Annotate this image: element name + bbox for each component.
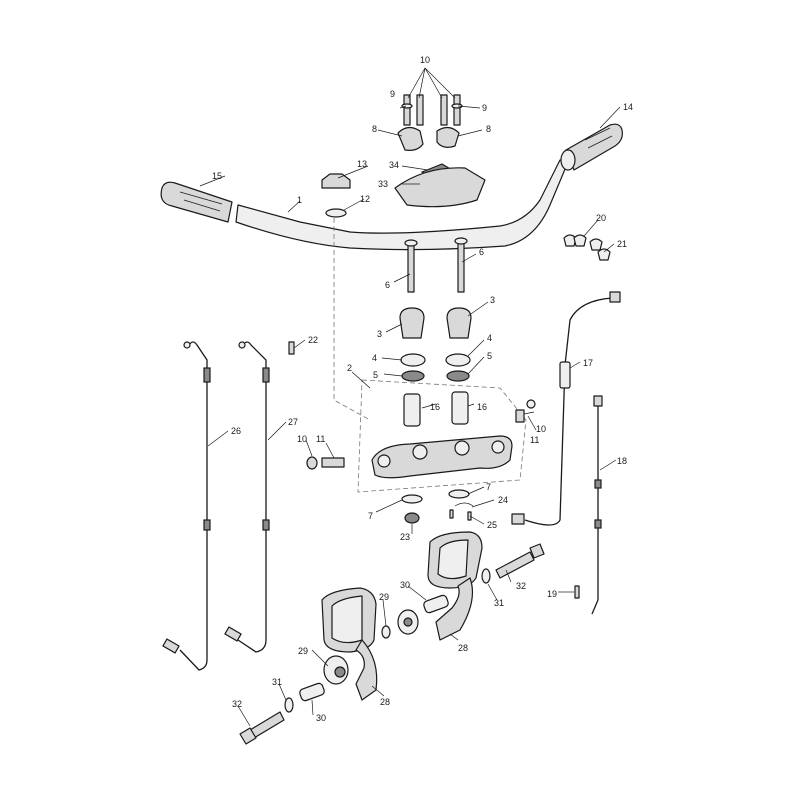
speedo-cable-18: [591, 395, 603, 615]
screw-22: [288, 341, 295, 355]
callout-26: 26: [231, 426, 241, 436]
callout-11-left: 11: [316, 434, 325, 444]
callout-33: 33: [378, 179, 388, 189]
callout-24: 24: [498, 495, 508, 505]
washer: [325, 208, 347, 218]
throttle-cable-27: [224, 341, 270, 653]
callout-10-left: 10: [297, 434, 307, 444]
callout-4-left: 4: [372, 353, 377, 363]
upper-clamp-left: [397, 126, 424, 151]
callout-12: 12: [360, 194, 370, 204]
callout-8-right: 8: [486, 124, 491, 134]
bolt-right: [515, 409, 525, 423]
upper-clamp-right: [436, 126, 460, 148]
callout-29-lower: 29: [298, 646, 308, 656]
callout-10-right: 10: [536, 424, 546, 434]
callout-5-left: 5: [373, 370, 378, 380]
left-grip: [160, 181, 233, 223]
screw-19: [574, 585, 580, 599]
washer-31-upper: [481, 568, 491, 584]
callout-23: 23: [400, 532, 410, 542]
callout-28-lower: 28: [380, 697, 390, 707]
callout-7-upper: 7: [486, 482, 491, 492]
cable-clips: [563, 234, 611, 261]
top-yoke: [371, 435, 513, 479]
callout-21: 21: [617, 239, 627, 249]
callout-29-upper: 29: [379, 592, 389, 602]
riser-bolts: [404, 237, 468, 293]
callout-16-right: 16: [477, 402, 487, 412]
callout-10-top: 10: [420, 55, 430, 65]
callout-20: 20: [596, 213, 606, 223]
callout-11-right: 11: [530, 435, 539, 445]
callout-6-right: 6: [479, 247, 484, 257]
bolt-32-upper: [495, 551, 535, 579]
bolt-32-lower: [249, 711, 285, 739]
callout-32-upper: 32: [516, 581, 526, 591]
riser-bush-right: [445, 353, 471, 367]
bolt-shank-left: [321, 457, 345, 468]
callout-25: 25: [487, 520, 497, 530]
callout-9-left: 9: [390, 89, 395, 99]
spacer-right: [451, 391, 469, 425]
callout-4-right: 4: [487, 333, 492, 343]
spacer-30-upper: [423, 594, 449, 614]
handlebar-clamp-bolts: [401, 94, 463, 126]
callout-1: 1: [297, 195, 302, 205]
callout-31-lower: 31: [272, 677, 282, 687]
callout-6-left: 6: [385, 280, 390, 290]
riser-left: [399, 307, 425, 339]
cap-nut: [321, 173, 351, 189]
spacer-30-lower: [299, 682, 325, 702]
riser-rubber-right: [446, 370, 470, 382]
top-yoke-outline: [357, 379, 527, 493]
washer-31-lower: [284, 697, 294, 713]
nut-23: [404, 512, 420, 524]
mirror-left: [321, 587, 378, 701]
riser-bush-left: [400, 353, 426, 367]
washer-7a: [448, 489, 470, 499]
clip-24: [454, 502, 474, 507]
callout-14: 14: [623, 102, 633, 112]
callout-7-lower: 7: [368, 511, 373, 521]
callout-19: 19: [547, 589, 557, 599]
callout-15: 15: [212, 171, 222, 181]
leader-lines: [199, 67, 621, 727]
callout-2: 2: [347, 363, 352, 373]
callout-8-left: 8: [372, 124, 377, 134]
callout-3-lower: 3: [377, 329, 382, 339]
washer-7b: [401, 494, 423, 504]
callout-labels: 1 2 3 3 4 4 5 5 6 6 7 7 8 8 9 9 10 10 10…: [212, 55, 633, 723]
throttle-cable-26: [162, 341, 211, 671]
callout-34: 34: [389, 160, 399, 170]
handlebar: [235, 159, 569, 251]
upper-clamp-bridge: [394, 167, 486, 208]
riser-right: [446, 307, 472, 339]
spacer-left: [403, 393, 421, 427]
callout-9-right: 9: [482, 103, 487, 113]
callout-27: 27: [288, 417, 298, 427]
right-grip: [565, 123, 623, 171]
callout-5-right: 5: [487, 351, 492, 361]
callout-32-lower: 32: [232, 699, 242, 709]
clutch-cable-17: [511, 291, 621, 526]
callout-22: 22: [308, 335, 318, 345]
callout-30-upper: 30: [400, 580, 410, 590]
washer-29: [381, 625, 391, 639]
callout-3-upper: 3: [490, 295, 495, 305]
callout-13: 13: [357, 159, 367, 169]
callout-16-left: 16: [430, 402, 440, 412]
callout-18: 18: [617, 456, 627, 466]
callout-31-upper: 31: [494, 598, 504, 608]
riser-rubber-left: [401, 370, 425, 382]
callout-28-upper: 28: [458, 643, 468, 653]
callout-17: 17: [583, 358, 593, 368]
mirror-right: [397, 531, 483, 641]
callout-30-lower: 30: [316, 713, 326, 723]
bolt-head-left: [306, 456, 318, 470]
axis-line: [333, 218, 371, 421]
